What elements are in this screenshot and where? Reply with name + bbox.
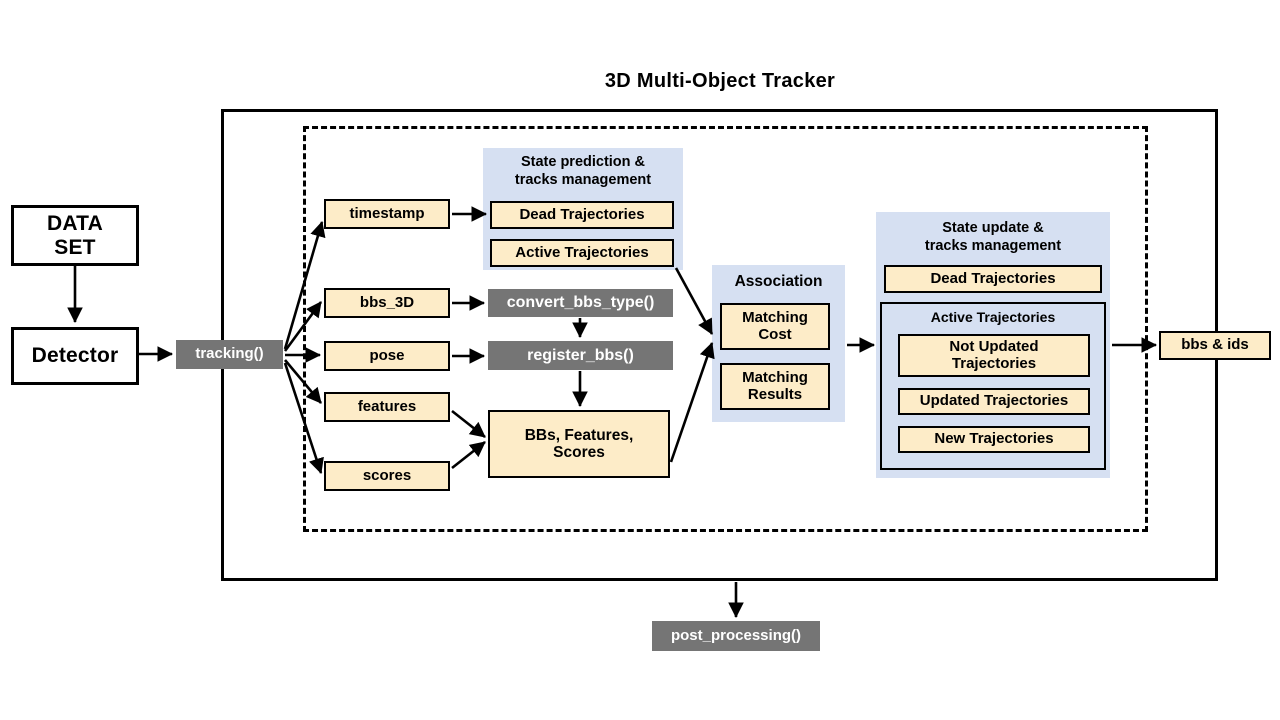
input-label-pose: pose [369,346,405,364]
aggregate-label-line2: Scores [553,444,605,461]
state-update-active-group-label: Active Trajectories [930,309,1056,325]
input-label-features: features [357,397,417,415]
register-bbs-label: register_bbs() [527,346,634,364]
updated-trajectories-label: Updated Trajectories [919,392,1069,410]
convert-bbs-type-label: convert_bbs_type() [506,294,655,312]
matching-cost-line2: Cost [758,325,792,343]
state-update-title-line1: State update & [942,220,1044,236]
state-update-title: State update & tracks management [876,220,1110,255]
input-label-bbs-3d: bbs_3D [359,293,415,311]
association-title: Association [712,273,845,292]
input-box-bbs-3d[interactable]: bbs_3D [324,288,450,318]
state-update-updated-trajectories[interactable]: Updated Trajectories [898,388,1090,415]
input-box-pose[interactable]: pose [324,341,450,371]
state-prediction-dead-label: Dead Trajectories [519,205,645,223]
input-box-scores[interactable]: scores [324,461,450,491]
association-matching-results[interactable]: Matching Results [720,363,830,410]
input-box-features[interactable]: features [324,392,450,422]
not-updated-line1: Not Updated [949,337,1039,355]
new-trajectories-label: New Trajectories [934,430,1054,448]
detector-box[interactable]: Detector [11,327,139,385]
tracking-function-box[interactable]: tracking() [176,340,283,369]
state-prediction-active-trajectories[interactable]: Active Trajectories [490,239,674,267]
detector-label: Detector [31,344,119,368]
association-title-text: Association [734,273,823,290]
state-prediction-title: State prediction & tracks management [483,154,683,189]
output-label-bbs-ids: bbs & ids [1181,336,1249,354]
state-update-new-trajectories[interactable]: New Trajectories [898,426,1090,453]
page-title: 3D Multi-Object Tracker [604,70,836,92]
association-matching-cost[interactable]: Matching Cost [720,303,830,350]
state-prediction-dead-trajectories[interactable]: Dead Trajectories [490,201,674,229]
state-update-dead-label: Dead Trajectories [930,269,1056,287]
register-bbs-box[interactable]: register_bbs() [488,341,673,370]
tracking-label: tracking() [195,345,264,363]
state-update-dead-trajectories[interactable]: Dead Trajectories [884,265,1102,293]
matching-results-line1: Matching [742,368,808,386]
not-updated-line2: Trajectories [951,354,1037,372]
post-processing-box[interactable]: post_processing() [652,621,820,651]
state-update-not-updated-trajectories[interactable]: Not Updated Trajectories [898,334,1090,377]
input-box-timestamp[interactable]: timestamp [324,199,450,229]
bbs-features-scores-box[interactable]: BBs, Features, Scores [488,410,670,478]
state-prediction-active-label: Active Trajectories [515,243,649,261]
matching-results-line2: Results [747,385,803,403]
output-box-bbs-ids[interactable]: bbs & ids [1159,331,1271,360]
dataset-label-line1: DATA [46,211,103,235]
state-prediction-title-line2: tracks management [514,171,652,188]
state-update-active-group-title: Active Trajectories [880,309,1106,326]
post-processing-label: post_processing() [670,626,802,644]
matching-cost-line1: Matching [742,308,808,326]
dataset-label-line2: SET [54,235,96,259]
input-label-scores: scores [362,466,412,484]
input-label-timestamp: timestamp [349,204,425,222]
state-update-active-group [880,302,1106,470]
convert-bbs-type-box[interactable]: convert_bbs_type() [488,289,673,317]
state-prediction-title-line1: State prediction & [520,154,646,170]
dataset-box[interactable]: DATA SET [11,205,139,266]
state-update-title-line2: tracks management [924,237,1062,254]
aggregate-label-line1: BBs, Features, [524,426,634,444]
